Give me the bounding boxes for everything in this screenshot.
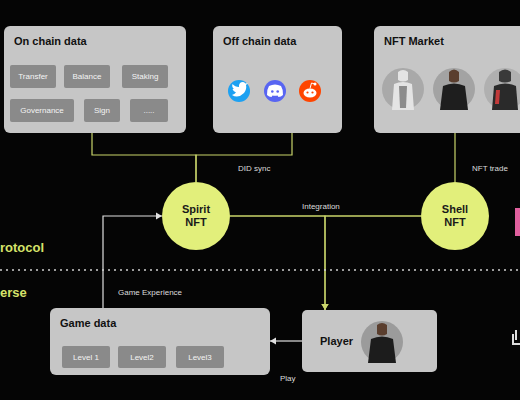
data-item: Balance [64, 65, 110, 88]
connector [92, 133, 196, 182]
data-item: ..... [130, 99, 168, 122]
player-box: Player [302, 310, 437, 372]
edge-label: Game Experience [118, 288, 182, 297]
edge-label: Integration [302, 202, 340, 211]
level-item: Level3 [176, 346, 224, 368]
panel-heading: On chain data [14, 35, 87, 47]
data-panel: Off chain data [213, 26, 342, 133]
item-text: Balance [73, 72, 102, 81]
panel-heading: NFT Market [384, 35, 444, 47]
panel-heading: Off chain data [223, 35, 296, 47]
item-text: Level3 [188, 353, 212, 362]
game-panel: Game dataLevel 1 Level2 Level3 [50, 308, 270, 375]
item-text: Governance [20, 106, 64, 115]
item-text: ..... [143, 106, 154, 115]
item-text: Level 1 [73, 353, 99, 362]
box-heading: Player [320, 335, 353, 347]
data-item: Sign [84, 99, 120, 122]
item-text: Transfer [18, 72, 48, 81]
connector [321, 216, 421, 310]
edge-label: NFT trade [472, 164, 508, 173]
item-text: Sign [94, 106, 110, 115]
edge-label: DID sync [238, 164, 270, 173]
section-label: erse [0, 285, 27, 300]
edge-label: Play [280, 374, 296, 383]
connector [196, 133, 292, 182]
connector [230, 216, 329, 310]
data-item: Staking [122, 65, 168, 88]
cropped-glyph [513, 330, 520, 344]
circle-label: Spirit NFT [171, 203, 221, 229]
item-text: Staking [132, 72, 159, 81]
item-text: Level2 [130, 353, 154, 362]
circle-label: Shell NFT [430, 203, 480, 229]
divider-line [0, 269, 520, 271]
data-item: Transfer [10, 65, 56, 88]
panel-heading: Game data [60, 317, 116, 329]
cropped-mark [515, 208, 520, 236]
level-item: Level2 [118, 346, 166, 368]
nft-circle: Spirit NFT [162, 182, 230, 250]
data-item: Governance [10, 99, 74, 122]
connector [270, 337, 302, 344]
section-label: rotocol [0, 240, 44, 255]
level-item: Level 1 [62, 346, 110, 368]
data-panel: On chain dataTransfer Balance StakingGover… [4, 26, 186, 133]
nft-circle: Shell NFT [421, 182, 489, 250]
market-panel: NFT Market [374, 26, 520, 133]
connector [455, 133, 456, 182]
